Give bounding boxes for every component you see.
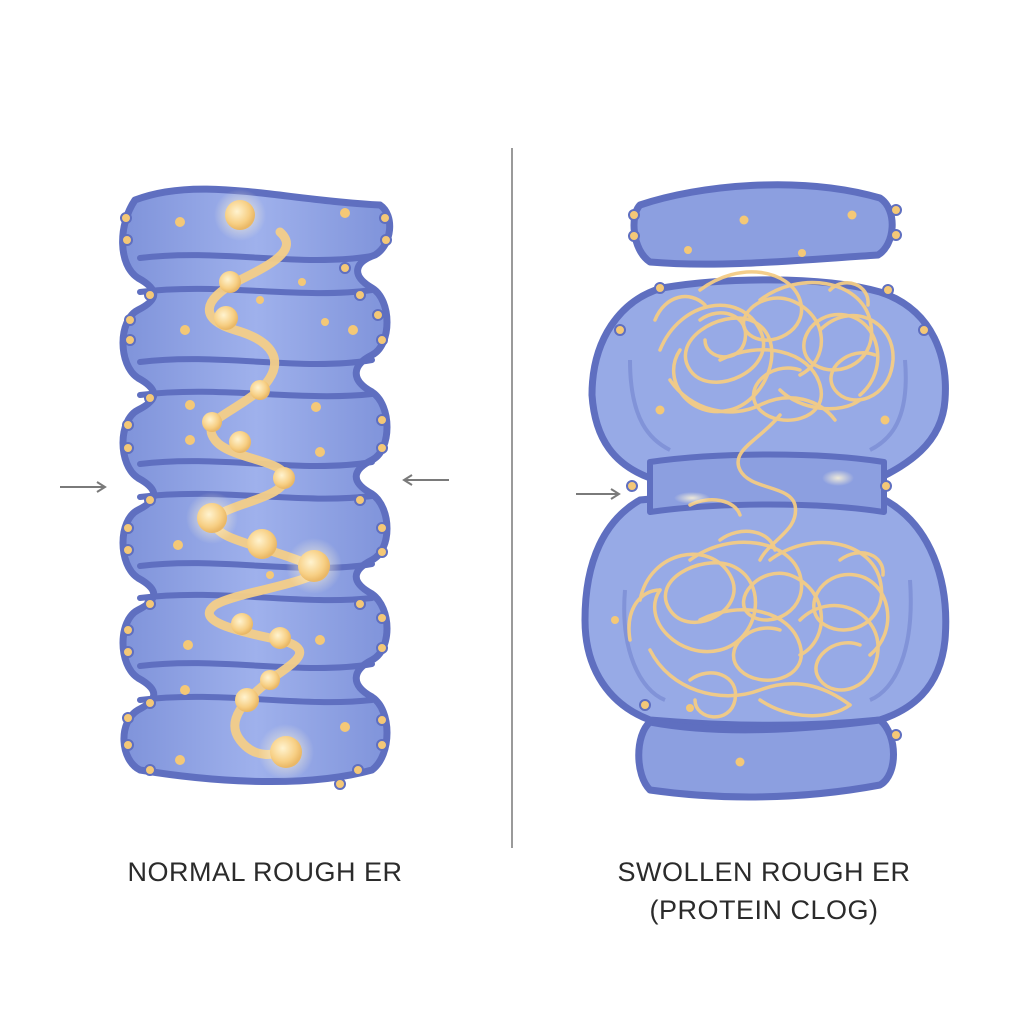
swollen-er-subcaption: (PROTEIN CLOG) (649, 895, 879, 925)
arrow-left-icon (402, 474, 449, 486)
protein-bead (260, 670, 280, 690)
swollen-er-lower-bulb (581, 489, 950, 729)
protein-bead (235, 688, 259, 712)
swollen-er-inner-membranes (622, 359, 913, 702)
normal-er-caption: NORMAL ROUGH ER (127, 857, 403, 887)
protein-bead (247, 529, 277, 559)
protein-bead (298, 550, 330, 582)
protein-bead (202, 412, 222, 432)
protein-clog-lower (627, 529, 890, 719)
normal-ribosomes (120, 212, 392, 790)
protein-bead (225, 200, 255, 230)
protein-bead (197, 503, 227, 533)
protein-bead (229, 431, 251, 453)
protein-glow-spot (822, 470, 854, 486)
swollen-lumen-dots (611, 210, 890, 767)
swollen-er-upper-bulb (588, 276, 949, 482)
protein-bead (269, 627, 291, 649)
normal-er-panel (60, 185, 449, 790)
swollen-er-bottom-cap (635, 716, 897, 801)
protein-bead (273, 467, 295, 489)
protein-bead (214, 306, 238, 330)
protein-bead (270, 736, 302, 768)
swollen-ribosomes (614, 204, 930, 741)
arrow-right-icon (60, 481, 107, 493)
protein-bead (219, 271, 241, 293)
normal-er-body (119, 185, 394, 786)
swollen-er-caption: SWOLLEN ROUGH ER (617, 857, 911, 887)
normal-lumen-dots (173, 208, 358, 765)
swollen-er-top-cap (630, 181, 896, 268)
protein-bead (250, 380, 270, 400)
normal-protein-beads (186, 189, 342, 780)
protein-glow-spot (674, 492, 710, 504)
arrow-right-icon (576, 488, 621, 500)
protein-bead (231, 613, 253, 635)
swollen-er-panel (576, 181, 950, 801)
